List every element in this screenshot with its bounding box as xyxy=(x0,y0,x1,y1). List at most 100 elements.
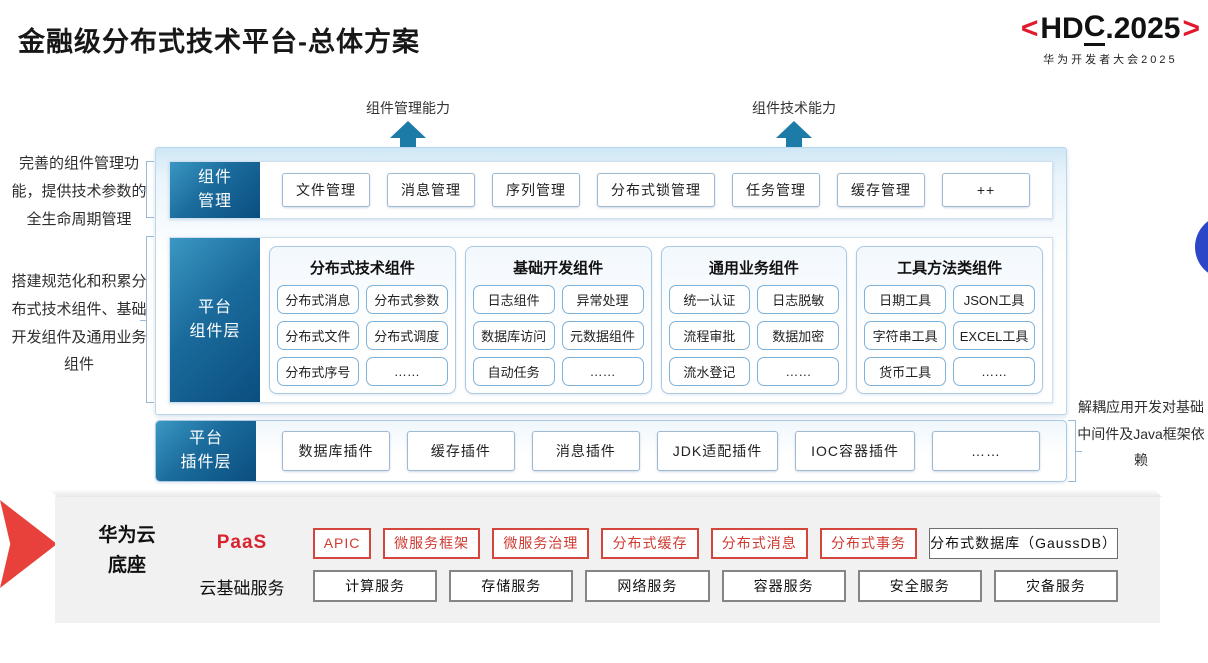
foundation-label-line2: 底座 xyxy=(107,555,146,577)
platform-plugin-item: JDK适配插件 xyxy=(656,431,779,471)
component-mgmt-item: 缓存管理 xyxy=(837,173,925,207)
platform-component-label: 平台 组件层 xyxy=(170,238,260,402)
group-item: 自动任务 xyxy=(472,357,555,386)
group-title: 基础开发组件 xyxy=(513,260,604,277)
iaas-service-box: 存储服务 xyxy=(449,570,574,602)
platform-plugin-label-line2: 插件层 xyxy=(180,454,232,471)
iaas-services: 计算服务存储服务网络服务容器服务安全服务灾备服务 xyxy=(313,570,1119,602)
group-items: 统一认证日志脱敏流程审批数据加密流水登记…… xyxy=(668,285,840,386)
capability-arrow-technology-label: 组件技术能力 xyxy=(752,100,836,116)
paas-service-box: 分布式数据库（GaussDB） xyxy=(929,527,1118,559)
platform-plugin-item: …… xyxy=(931,431,1040,471)
component-mgmt-items: 文件管理消息管理序列管理分布式锁管理任务管理缓存管理 ++ xyxy=(260,162,1052,218)
group-basic-dev: 基础开发组件 日志组件异常处理数据库访问元数据组件自动任务…… xyxy=(464,246,652,394)
hdc-logo-subtitle: 华为开发者大会2025 xyxy=(1043,54,1178,66)
platform-plugin-label-line1: 平台 xyxy=(188,430,223,447)
group-items: 分布式消息分布式参数分布式文件分布式调度分布式序号…… xyxy=(277,285,448,386)
component-mgmt-item: 分布式锁管理 xyxy=(597,173,715,207)
hdc-text-c: C xyxy=(1083,12,1106,46)
group-item: 数据加密 xyxy=(757,321,840,350)
foundation-label-line1: 华为云 xyxy=(98,525,156,546)
component-mgmt-item: 任务管理 xyxy=(732,173,820,207)
group-item: …… xyxy=(561,357,644,386)
iaas-service-box: 安全服务 xyxy=(857,570,982,602)
up-arrow-icon xyxy=(776,121,812,138)
group-item: 数据库访问 xyxy=(472,321,555,350)
group-title: 通用业务组件 xyxy=(708,260,799,277)
component-mgmt-label: 组件 管理 xyxy=(170,162,260,218)
paas-service-box: 微服务治理 xyxy=(492,527,590,559)
paas-service-box: 分布式事务 xyxy=(819,527,918,559)
group-item: 字符串工具 xyxy=(864,321,947,350)
red-arrow-icon xyxy=(0,500,57,588)
platform-component-label-line2: 组件层 xyxy=(189,323,241,340)
component-mgmt-label-line1: 组件 xyxy=(197,169,232,186)
component-mgmt-item: 消息管理 xyxy=(387,173,475,207)
group-item: 异常处理 xyxy=(561,285,644,314)
group-item: 分布式消息 xyxy=(277,285,359,314)
note-component-management: 完善的组件管理功能，提供技术参数的全生命周期管理 xyxy=(11,155,147,228)
platform-plugin-item: 消息插件 xyxy=(531,431,640,471)
hdc-right-bracket-icon: > xyxy=(1182,12,1200,45)
capability-arrow-technology: 组件技术能力 xyxy=(734,98,854,153)
iaas-service-box: 容器服务 xyxy=(721,570,846,602)
platform-plugin-item: IOC容器插件 xyxy=(795,431,916,471)
note-component-building: 搭建规范化和积累分布式技术组件、基础开发组件及通用业务组件 xyxy=(11,273,147,374)
iaas-service-box: 网络服务 xyxy=(585,570,710,602)
iaas-service-box: 计算服务 xyxy=(313,570,438,602)
group-item: 流程审批 xyxy=(668,321,751,350)
iaas-row: 云基础服务 计算服务存储服务网络服务容器服务安全服务灾备服务 xyxy=(187,569,1119,603)
group-item: 分布式参数 xyxy=(365,285,448,314)
up-arrow-icon xyxy=(390,121,426,138)
group-item: 分布式序号 xyxy=(277,357,359,386)
bracket-right-row3 xyxy=(1068,420,1082,482)
page-title: 金融级分布式技术平台-总体方案 xyxy=(18,27,420,57)
huawei-cloud-foundation-label: 华为云 底座 xyxy=(69,521,185,582)
platform-component-label-line1: 平台 xyxy=(197,299,232,316)
component-mgmt-item: ++ xyxy=(942,173,1030,207)
note-decoupling: 解耦应用开发对基础中间件及Java框架依赖 xyxy=(1077,399,1205,469)
component-mgmt-label-line2: 管理 xyxy=(197,193,232,210)
blue-circle-decoration xyxy=(1195,215,1208,279)
platform-component-row: 平台 组件层 分布式技术组件 分布式消息分布式参数分布式文件分布式调度分布式序号… xyxy=(169,237,1053,403)
capability-arrow-management-label: 组件管理能力 xyxy=(366,100,450,116)
paas-label: PaaS xyxy=(216,532,268,553)
paas-service-box: APIC xyxy=(313,527,372,559)
platform-plugin-label: 平台 插件层 xyxy=(156,421,256,481)
platform-plugin-item: 数据库插件 xyxy=(282,431,390,471)
bracket-left-row2 xyxy=(140,236,154,403)
group-item: 流水登记 xyxy=(668,357,751,386)
paas-service-box: 分布式消息 xyxy=(710,527,808,559)
group-item: 日志脱敏 xyxy=(757,285,840,314)
iaas-service-box: 灾备服务 xyxy=(993,570,1119,602)
platform-plugin-item: 缓存插件 xyxy=(406,431,515,471)
group-item: EXCEL工具 xyxy=(953,321,1035,350)
group-title: 分布式技术组件 xyxy=(309,260,415,277)
group-item: …… xyxy=(365,357,448,386)
group-item: 货币工具 xyxy=(864,357,947,386)
component-mgmt-row: 组件 管理 文件管理消息管理序列管理分布式锁管理任务管理缓存管理 ++ xyxy=(169,161,1053,219)
group-common-business: 通用业务组件 统一认证日志脱敏流程审批数据加密流水登记…… xyxy=(660,246,848,394)
paas-service-box: 分布式缓存 xyxy=(601,527,699,559)
group-item: 分布式文件 xyxy=(277,321,359,350)
group-item: JSON工具 xyxy=(953,285,1035,314)
component-mgmt-item: 文件管理 xyxy=(282,173,370,207)
group-title: 工具方法类组件 xyxy=(897,260,1003,277)
group-item: 分布式调度 xyxy=(365,321,448,350)
group-item: …… xyxy=(953,357,1035,386)
group-item: 统一认证 xyxy=(668,285,751,314)
group-item: 元数据组件 xyxy=(561,321,644,350)
group-item: …… xyxy=(757,357,840,386)
component-mgmt-item: 序列管理 xyxy=(492,173,580,207)
group-distributed-tech: 分布式技术组件 分布式消息分布式参数分布式文件分布式调度分布式序号…… xyxy=(269,246,456,394)
hdc-left-bracket-icon: < xyxy=(1020,12,1039,45)
platform-plugin-row: 平台 插件层 数据库插件缓存插件消息插件 JDK适配插件 IOC容器插件 …… xyxy=(155,420,1067,482)
platform-plugin-items: 数据库插件缓存插件消息插件 JDK适配插件 IOC容器插件 …… xyxy=(256,421,1066,481)
